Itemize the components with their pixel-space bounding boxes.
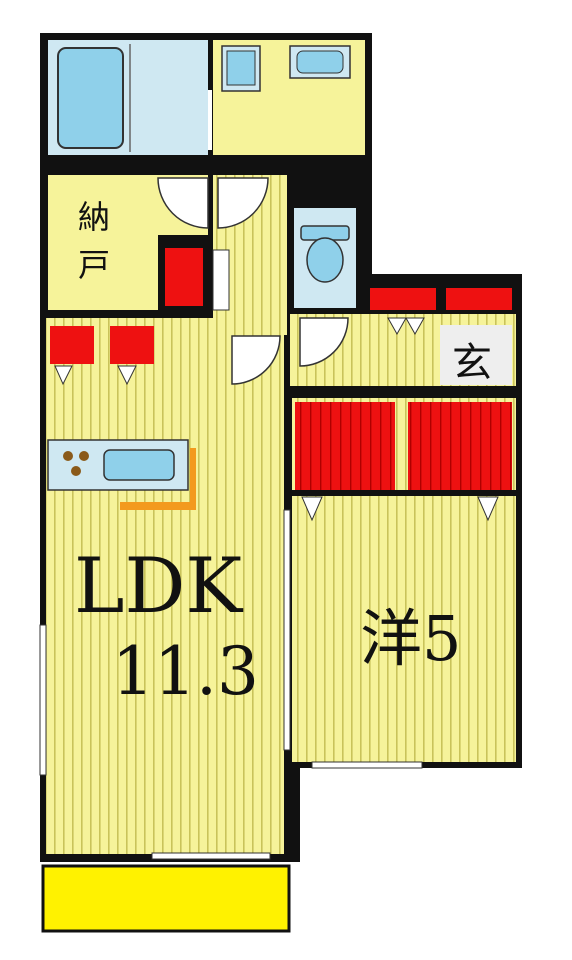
storage-room: 納 戸 bbox=[48, 175, 209, 310]
entrance-label: 玄 bbox=[452, 340, 492, 386]
toilet-icon bbox=[300, 225, 350, 283]
ldk-window-bottom bbox=[151, 852, 271, 860]
toilet-room bbox=[294, 208, 356, 308]
ldk-closet-2 bbox=[110, 326, 154, 364]
door-swing-icon bbox=[157, 177, 209, 229]
storage-closet bbox=[165, 248, 203, 306]
washroom bbox=[208, 40, 365, 155]
western-label: 洋5 bbox=[360, 602, 461, 675]
sink-icon bbox=[103, 449, 175, 481]
stove-icon bbox=[63, 451, 89, 476]
western-room: 洋5 bbox=[283, 398, 516, 769]
entrance-hall: 玄 bbox=[290, 288, 516, 386]
hallway bbox=[212, 175, 287, 335]
ldk-window-side bbox=[39, 624, 47, 776]
bathroom bbox=[48, 40, 208, 155]
ldk-room: LDK 11.3 bbox=[39, 318, 284, 860]
storage-label-2: 戸 bbox=[78, 246, 110, 284]
ldk-label: LDK bbox=[74, 541, 243, 630]
western-closet-1 bbox=[295, 402, 395, 490]
counter-edge bbox=[120, 448, 196, 510]
ldk-size: 11.3 bbox=[112, 633, 259, 710]
western-closet-2 bbox=[408, 402, 512, 490]
ldk-closet-1 bbox=[50, 326, 94, 364]
storage-label-1: 納 bbox=[78, 198, 110, 236]
bathtub-icon bbox=[57, 47, 124, 149]
western-window bbox=[311, 761, 423, 769]
partition-door bbox=[283, 509, 291, 751]
kitchen-counter bbox=[47, 439, 196, 510]
balcony bbox=[41, 864, 291, 933]
door-swing-icon bbox=[231, 335, 281, 385]
shoe-closet-2 bbox=[446, 288, 512, 310]
shoe-closet-1 bbox=[370, 288, 436, 310]
